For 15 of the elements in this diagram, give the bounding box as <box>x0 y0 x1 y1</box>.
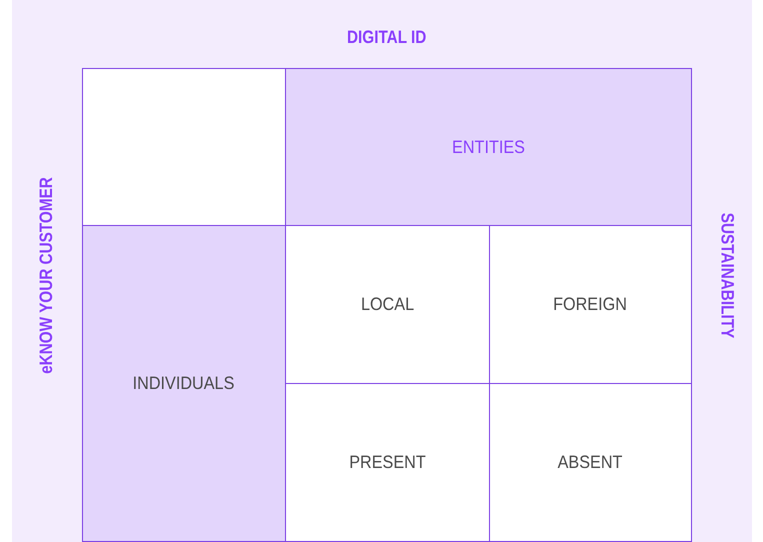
grid-cell <box>82 225 286 542</box>
grid-cell <box>285 68 692 226</box>
cell-label: PRESENT <box>349 452 426 473</box>
axis-title: DIGITAL ID <box>346 26 426 48</box>
axis-title: eKNOW YOUR CUSTOMER <box>36 176 57 374</box>
axis-title: SUSTAINABILITY <box>716 212 738 338</box>
grid-cell <box>285 225 490 384</box>
cell-label: ABSENT <box>558 452 623 473</box>
cell-label: INDIVIDUALS <box>133 373 235 394</box>
cell-label: FOREIGN <box>554 294 628 315</box>
cell-label: LOCAL <box>360 294 414 315</box>
cell-label: ENTITIES <box>452 136 525 158</box>
grid-cell <box>489 225 692 384</box>
grid-cell <box>285 383 490 542</box>
grid-cell <box>489 383 692 542</box>
